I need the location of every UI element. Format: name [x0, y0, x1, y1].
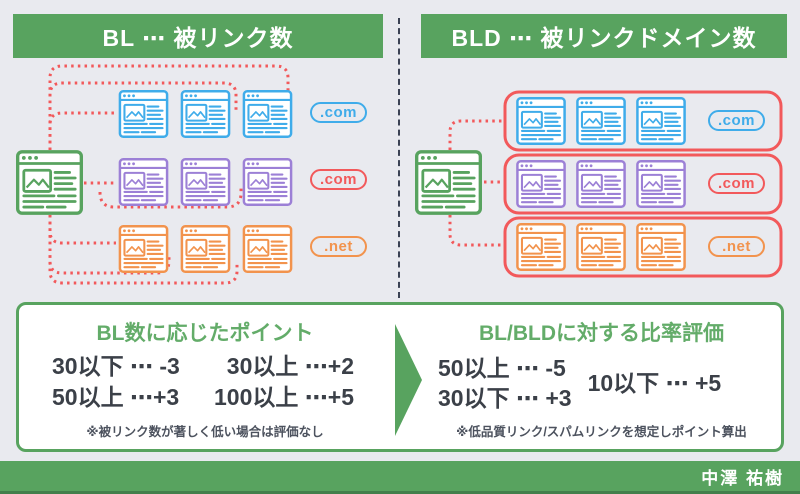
score-rule: 30以下 ⋯ +3: [438, 385, 572, 411]
tld-pill: .com: [708, 110, 765, 131]
browser-window-icon: [516, 223, 566, 271]
center-divider: [398, 18, 400, 298]
browser-window-icon: [180, 90, 231, 138]
tld-pill: .com: [310, 169, 367, 190]
bl-points-panel: BL数に応じたポイント 30以下 ⋯ -3 30以上 ⋯+2 50以上 ⋯+3 …: [19, 305, 391, 449]
bl-diagram: [16, 64, 293, 285]
bl-points-title: BL数に応じたポイント: [96, 322, 314, 345]
score-rule: 50以上 ⋯+3: [52, 384, 180, 410]
source-site-browser-icon: [415, 150, 482, 215]
tld-pill: .com: [310, 102, 367, 123]
tld-pill: .net: [708, 236, 765, 257]
bl-points-rows: 30以下 ⋯ -3 30以上 ⋯+2 50以上 ⋯+3 100以上 ⋯+5: [52, 351, 354, 413]
browser-window-icon: [516, 160, 566, 208]
browser-window-icon: [180, 225, 231, 273]
arrow-right-icon: [395, 324, 422, 436]
score-rule: 10以下 ⋯ +5: [587, 370, 722, 396]
footer-bar: 中澤 祐樹: [0, 461, 800, 494]
bld-diagram: [415, 90, 783, 278]
source-site-browser-icon: [16, 150, 83, 215]
domain-row-com1: [516, 97, 686, 145]
browser-window-icon: [636, 223, 686, 271]
bl-points-note: ※被リンク数が著しく低い場合は評価なし: [86, 425, 324, 439]
tld-pill: .com: [708, 173, 765, 194]
browser-window-icon: [118, 90, 169, 138]
domain-group-box: [503, 216, 783, 278]
domain-dotted-links: [448, 119, 503, 247]
browser-window-icon: [180, 158, 231, 206]
ratio-eval-panel: BL/BLDに対する比率評価 50以上 ⋯ -5 30以下 ⋯ +3 10以下 …: [420, 305, 783, 449]
browser-window-icon: [118, 158, 169, 206]
browser-window-icon: [636, 97, 686, 145]
browser-window-icon: [576, 160, 626, 208]
domain-row-net: [516, 223, 686, 271]
header-bl-badge: BL ⋯ 被リンク数: [13, 14, 383, 58]
ratio-eval-note: ※低品質リンク/スパムリンクを想定しポイント算出: [456, 425, 747, 439]
browser-window-icon: [118, 225, 169, 273]
browser-window-icon: [576, 223, 626, 271]
author-name: 中澤 祐樹: [701, 468, 784, 488]
browser-window-icon: [242, 158, 293, 206]
score-rule: 50以上 ⋯ -5: [438, 355, 566, 381]
score-rule: 30以下 ⋯ -3: [52, 353, 180, 379]
score-rule: 100以上 ⋯+5: [214, 384, 354, 410]
tld-pill: .net: [310, 236, 367, 257]
backlink-row-net: [118, 225, 293, 273]
browser-window-icon: [242, 225, 293, 273]
browser-window-icon: [576, 97, 626, 145]
domain-group-box: [503, 90, 783, 152]
backlink-dotted-links: [48, 64, 290, 285]
browser-window-icon: [516, 97, 566, 145]
backlink-row-com2: [118, 158, 293, 206]
scoring-box: BL数に応じたポイント 30以下 ⋯ -3 30以上 ⋯+2 50以上 ⋯+3 …: [16, 302, 784, 452]
browser-window-icon: [242, 90, 293, 138]
backlink-row-com1: [118, 90, 293, 138]
domain-group-box: [503, 153, 783, 215]
ratio-eval-title: BL/BLDに対する比率評価: [479, 322, 724, 345]
header-bld-badge: BLD ⋯ 被リンクドメイン数: [421, 14, 787, 58]
domain-row-com2: [516, 160, 686, 208]
score-rule: 30以上 ⋯+2: [226, 353, 354, 379]
browser-window-icon: [636, 160, 686, 208]
ratio-eval-rows: 50以上 ⋯ -5 30以下 ⋯ +3 10以下 ⋯ +5: [438, 353, 721, 413]
